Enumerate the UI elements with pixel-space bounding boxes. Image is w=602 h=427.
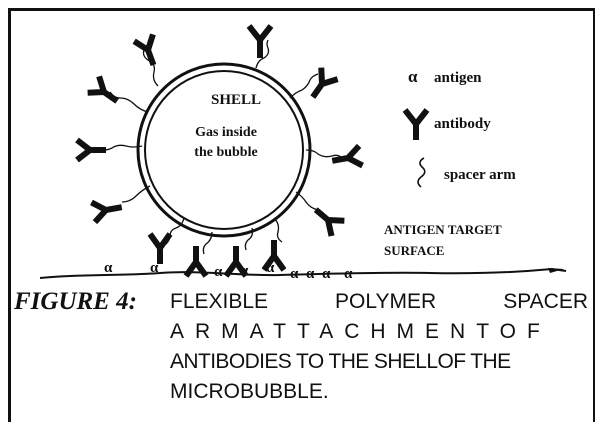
target-label-line1: ANTIGEN TARGET [384,222,502,237]
legend-antibody-label: antibody [434,116,491,132]
caption-line-2: ARMATTACHMENTOF [170,317,588,347]
antigen-6: α [290,266,299,282]
antigen-5: α [266,260,275,276]
gas-label-line1: Gas inside [195,125,257,140]
squiggle-spacer-icon [418,158,425,187]
legend-spacer-label: spacer arm [444,167,516,183]
legend: α antigen antibody spacer arm [405,67,516,187]
shell-label: SHELL [211,92,261,108]
antigen-4: α [240,263,249,279]
caption-line-3: ANTIBODIES TO THE SHELLOF THE [170,347,588,377]
caption-line-1: FLEXIBLE POLYMER SPACER [170,287,588,317]
microbubble-diagram: SHELL Gas inside the bubble α α [0,0,602,290]
antigen-1: α [104,260,113,276]
antigen-9: α [344,266,353,282]
gas-label-line2: the bubble [194,145,257,160]
legend-antigen-label: antigen [434,70,482,86]
target-label-line2: SURFACE [384,243,444,258]
antigen-8: α [322,266,331,282]
alpha-antigen-icon: α [408,67,418,86]
y-antibody-icon [405,110,427,140]
antibody-left-lower [91,197,123,222]
antibody-left-mid [77,140,106,160]
antigen-3: α [214,264,223,280]
antigen-7: α [306,266,315,282]
antigen-2: α [150,260,159,276]
antibody-top-right [305,68,338,103]
caption-label: FIGURE 4: [14,287,137,317]
antibody-top-left [134,34,163,68]
antibody-right-lower [309,202,344,236]
caption-line-4: MICROBUBBLE. [170,377,588,407]
antibody-left-upper [88,76,123,109]
antibody-right-mid [331,146,363,171]
target-surface-line [40,269,566,278]
